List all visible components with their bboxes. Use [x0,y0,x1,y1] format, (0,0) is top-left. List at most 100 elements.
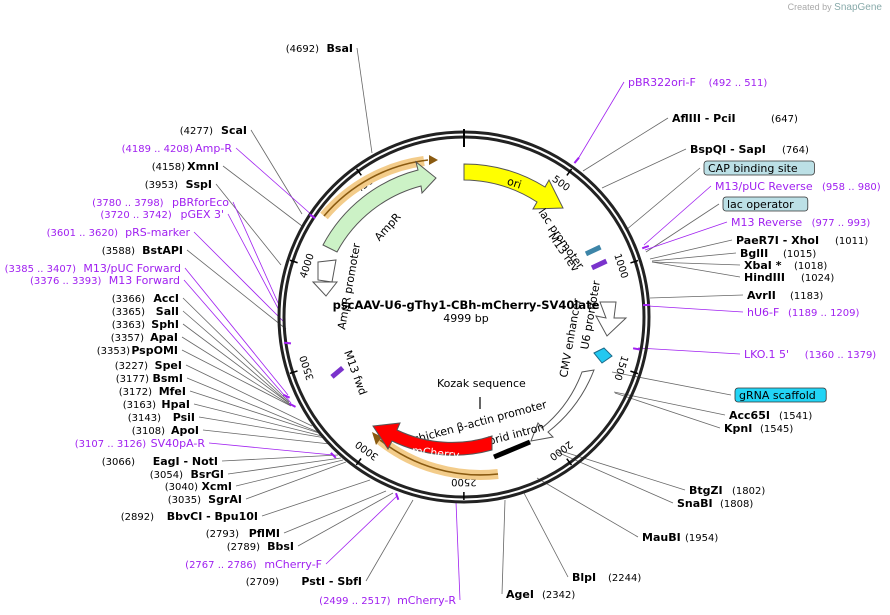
kozak-mark [479,397,481,409]
site-label-maubi: MauBI(1954) [642,531,718,544]
site-name: AflIII - PciI [672,112,736,125]
site-coordinate: (1018) [794,261,827,272]
site-name: ApoI [171,424,199,437]
site-coordinate: (1011) [835,236,868,247]
site-coordinate: (958 .. 980) [822,182,881,193]
ori-label: ori [505,175,523,192]
site-coordinate: (3107 .. 3126) [75,439,147,450]
primer-mark-lko [632,347,641,351]
mcherry-label: mCherry [411,444,460,462]
leader-line [193,403,323,437]
site-label-amp-r: Amp-R(4189 .. 4208) [122,142,233,155]
leader-line [235,459,344,487]
site-name: BstAPI [142,244,183,257]
site-coordinate: (764) [782,145,809,156]
site-name: pBRforEco [172,196,229,209]
ori-arrow [463,163,564,210]
leader-line [356,47,373,154]
site-label-spei: SpeI(3227) [115,359,182,372]
leader-line [202,429,331,445]
leader-line [556,451,674,504]
site-label-cap-binding-site: CAP binding site [703,160,815,176]
site-name: BsrGI [191,468,224,481]
site-name: M13 Reverse [731,216,802,229]
feature-box-text: lac operator [727,198,794,211]
leader-line [227,213,281,313]
site-label-hpai: HpaI(3163) [123,398,190,411]
site-label-lko-1-5: LKO.1 5'(1360 .. 1379) [744,348,876,361]
site-coordinate: (1545) [760,424,793,435]
leader-line [186,377,319,433]
site-label-pbrforeco: pBRforEco(3780 .. 3798) [92,196,229,209]
site-name: MauBI [642,531,681,544]
leader-line [643,185,712,246]
tick-mark [355,458,362,466]
site-name: BglII [740,247,768,260]
primer-mark-sv40 [330,452,337,459]
site-coordinate: (2767 .. 2786) [185,560,257,571]
site-label-sv40pa-r: SV40pA-R (3107 .. 3126) [75,437,206,450]
site-label-m13-reverse: M13 Reverse(977 .. 993) [731,216,870,229]
site-coordinate: (3953) [145,180,178,191]
m13-rev-mark [590,258,608,271]
grna-scaffold-mark [593,347,613,364]
site-name: BsmI [153,372,184,385]
site-label-hindiii: HindIII(1024) [744,271,834,284]
feature-box [722,196,809,212]
site-name: SnaBI [677,497,713,510]
primer-mark-ampr [308,213,316,220]
site-label-mcherry-r: mCherry-R(2499 .. 2517) [319,594,456,607]
site-coordinate: (3365) [112,307,145,318]
m13-fwd-label: M13 fwd [341,349,369,397]
site-name: BsaI [327,42,353,55]
site-name: mCherry-R [397,594,456,607]
site-label-apai: ApaI(3357) [111,331,178,344]
site-label-pspomi: PspOMI(3353) [97,344,178,357]
site-coordinate: (3108) [132,426,165,437]
leader-line [250,129,303,215]
site-label-hu6-f: hU6-F(1189 .. 1209) [747,306,860,319]
primer-mark-pbr322ori [573,157,580,164]
site-name: XmnI [187,160,219,173]
site-name: BbvCI - Bpu10I [167,510,258,523]
tick-label: 3500 [298,354,316,382]
ampr-primer-arrowhead [429,155,438,165]
leader-line [611,371,732,396]
primer-mark-m13f [288,402,297,408]
site-name: BtgZI [689,484,723,497]
leader-line [649,239,733,260]
leader-line [501,499,506,595]
leader-line [198,416,327,439]
site-name: SspI [186,178,212,191]
site-name: SV40pA-R [151,437,206,450]
leader-line [325,495,398,565]
site-label-xbai: XbaI *(1018) [744,259,827,272]
leader-line [232,201,280,306]
site-coordinate: (1802) [732,486,765,497]
cbh-promoter-arrow [530,369,595,442]
site-label-bbsi: BbsI(2789) [227,540,294,553]
site-coordinate: (4189 .. 4208) [122,144,194,155]
site-coordinate: (3720 .. 3742) [100,210,172,221]
leader-line [297,492,394,547]
site-coordinate: (4692) [286,44,319,55]
leader-line [649,294,744,299]
site-label-eagi-noti: EagI - NotI(3066) [102,455,218,468]
watermark-prefix: Created by [787,2,832,12]
site-name: AgeI [506,588,534,601]
site-name: PspOMI [131,344,178,357]
site-coordinate: (3601 .. 3620) [47,228,119,239]
site-label-acci: AccI(3366) [112,292,179,305]
site-coordinate: (1189 .. 1209) [788,308,860,319]
site-label-sali: SalI (3365) [112,305,179,318]
ampr-arrow [322,160,437,253]
leader-line [235,147,314,217]
site-name: PflMI [249,527,280,540]
leader-line [644,221,728,251]
leader-line [261,479,371,517]
site-name: SgrAI [208,493,242,506]
site-name: SalI [156,305,179,318]
feature-box [734,387,827,403]
ampr-promoter-label: AmpR promoter [335,242,363,331]
